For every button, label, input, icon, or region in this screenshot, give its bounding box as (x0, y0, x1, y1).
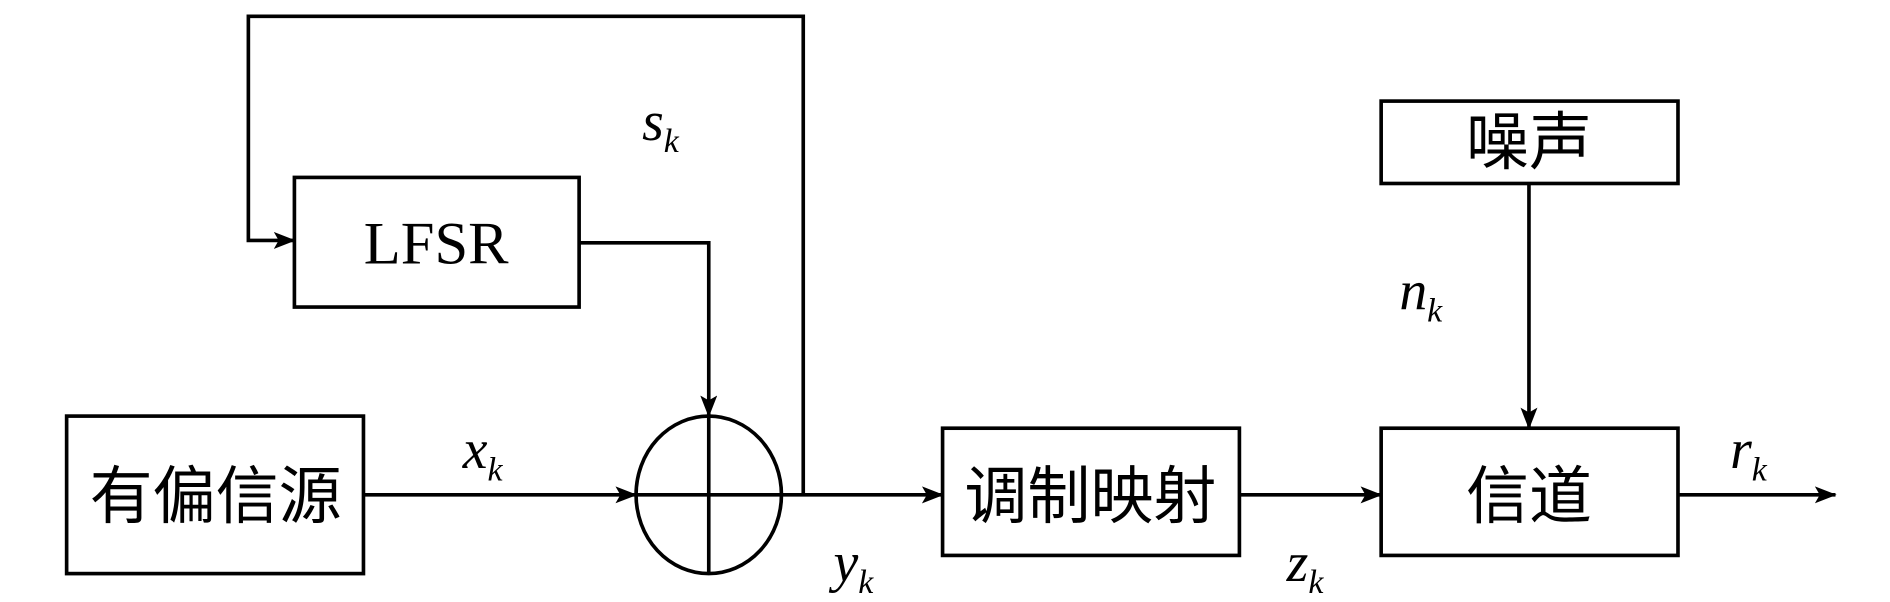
signal-label-s: sk (642, 91, 680, 160)
channel-label: 信道 (1466, 460, 1592, 533)
noise-label: 噪声 (1466, 106, 1592, 179)
feedback-wire (246, 14, 806, 495)
biased-source-block (64, 414, 366, 576)
lfsr-block (292, 175, 581, 309)
lfsr-to-xor-wire (579, 241, 718, 418)
biased-source-label: 有偏信源 (90, 460, 342, 533)
signal-label-y: yk (829, 532, 875, 601)
xor-adder (634, 414, 784, 576)
modulation-mapping-label: 调制映射 (964, 460, 1216, 533)
signal-label-r: rk (1730, 419, 1768, 488)
channel-block (1379, 426, 1680, 558)
signal-label-n: nk (1399, 260, 1443, 329)
modulation-mapping-block (940, 426, 1242, 558)
lfsr-label: LFSR (364, 210, 509, 277)
signal-label-z: zk (1286, 532, 1325, 601)
signal-label-x: xk (462, 419, 504, 488)
